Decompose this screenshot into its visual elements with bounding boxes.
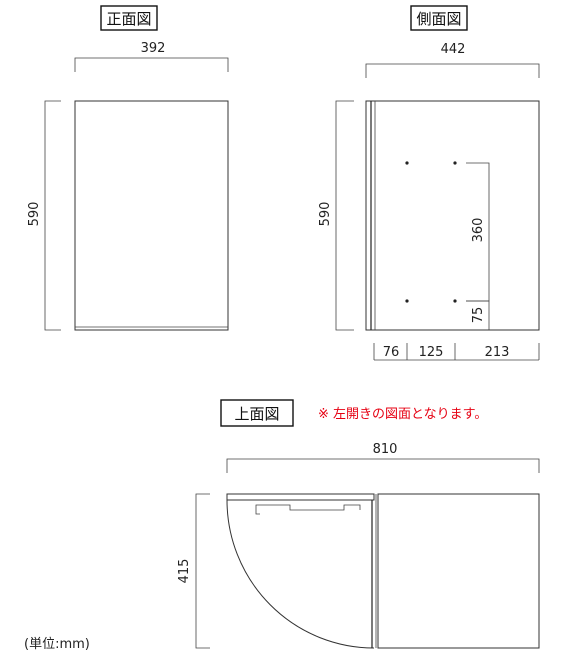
seg-b-label: 125 — [419, 345, 444, 360]
front-width-dim-line — [74, 57, 229, 72]
front-view-title: 正面図 — [106, 10, 151, 28]
front-width-label: 392 — [141, 41, 166, 56]
side-view-title: 側面図 — [416, 10, 461, 28]
unit-label: (単位:mm) — [24, 636, 90, 652]
hole-span-label: 360 — [471, 218, 486, 243]
top-door-swing-arc — [226, 499, 375, 649]
side-depth-label: 442 — [441, 42, 466, 57]
top-view-title-box — [220, 399, 294, 427]
top-width-label: 810 — [373, 442, 398, 457]
front-view: 正面図 392 590 — [27, 5, 229, 331]
top-depth-dim-line — [195, 493, 210, 649]
mount-hole-bottom-right — [453, 299, 457, 303]
side-height-dim-line — [335, 100, 354, 331]
side-depth-dim-line — [365, 63, 540, 78]
front-view-title-box — [100, 5, 158, 31]
seg-a-label: 76 — [383, 345, 400, 360]
mount-hole-top-left — [405, 161, 409, 165]
top-depth-label: 415 — [177, 559, 192, 584]
front-height-dim-line — [44, 100, 61, 331]
hole-bottom-dim-line — [466, 300, 490, 330]
top-view-note: ※ 左開きの図面となります。 — [318, 407, 487, 422]
mount-hole-bottom-left — [405, 299, 409, 303]
side-view: 側面図 442 590 360 75 76 125 213 — [318, 5, 540, 361]
top-hinge-bracket — [255, 504, 361, 511]
top-cabinet-body — [377, 493, 540, 649]
top-view-title: 上面図 — [234, 405, 279, 423]
side-height-label: 590 — [318, 202, 333, 227]
top-door-panel — [226, 493, 375, 501]
top-width-dim-line — [226, 458, 540, 473]
hole-bottom-label: 75 — [471, 307, 486, 324]
front-height-label: 590 — [27, 202, 42, 227]
top-hinge-clip — [255, 510, 260, 515]
seg-c-label: 213 — [485, 345, 510, 360]
front-cabinet-outline — [74, 100, 229, 331]
mount-hole-top-right — [453, 161, 457, 165]
top-view: 上面図 ※ 左開きの図面となります。 810 415 — [177, 399, 540, 649]
side-cabinet-outline — [365, 100, 540, 331]
side-view-title-box — [410, 5, 468, 31]
